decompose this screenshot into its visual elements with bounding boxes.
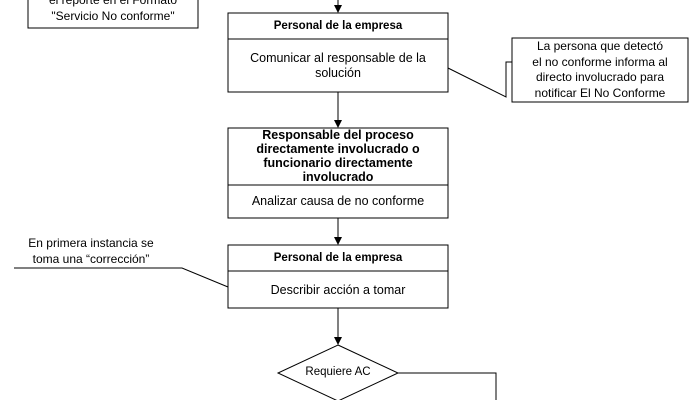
note-right-box (511, 37, 689, 103)
top-note-line1: el reporte en el Formato (48, 0, 178, 7)
box1-body: Comunicar al responsable de la solución (250, 51, 426, 80)
top-note-line2: "Servicio No conforme" (51, 9, 175, 23)
decision-label: Requiere AC (305, 366, 371, 378)
box3-header-cell (227, 244, 449, 272)
note-right-text: La persona que detectó el no conforme in… (532, 39, 668, 100)
box1-header: Personal de la empresa (273, 20, 403, 32)
box3-body-cell (227, 270, 449, 309)
decision-diamond (276, 344, 400, 400)
note-left-connector (14, 267, 229, 288)
box2-body-cell (227, 184, 449, 219)
box1-header-cell (227, 12, 449, 40)
note-right-connector (447, 61, 512, 98)
decision-right-branch (398, 372, 497, 400)
box3-body: Describir acción a tomar (270, 283, 406, 297)
note-left-text: En primera instancia se toma una “correc… (28, 236, 154, 266)
top-note-box (27, 0, 199, 29)
box2-header-cell (227, 127, 449, 186)
box3-header: Personal de la empresa (273, 252, 403, 264)
box2-header: Responsable del proceso directamente inv… (256, 128, 420, 184)
box2-body: Analizar causa de no conforme (251, 194, 425, 208)
